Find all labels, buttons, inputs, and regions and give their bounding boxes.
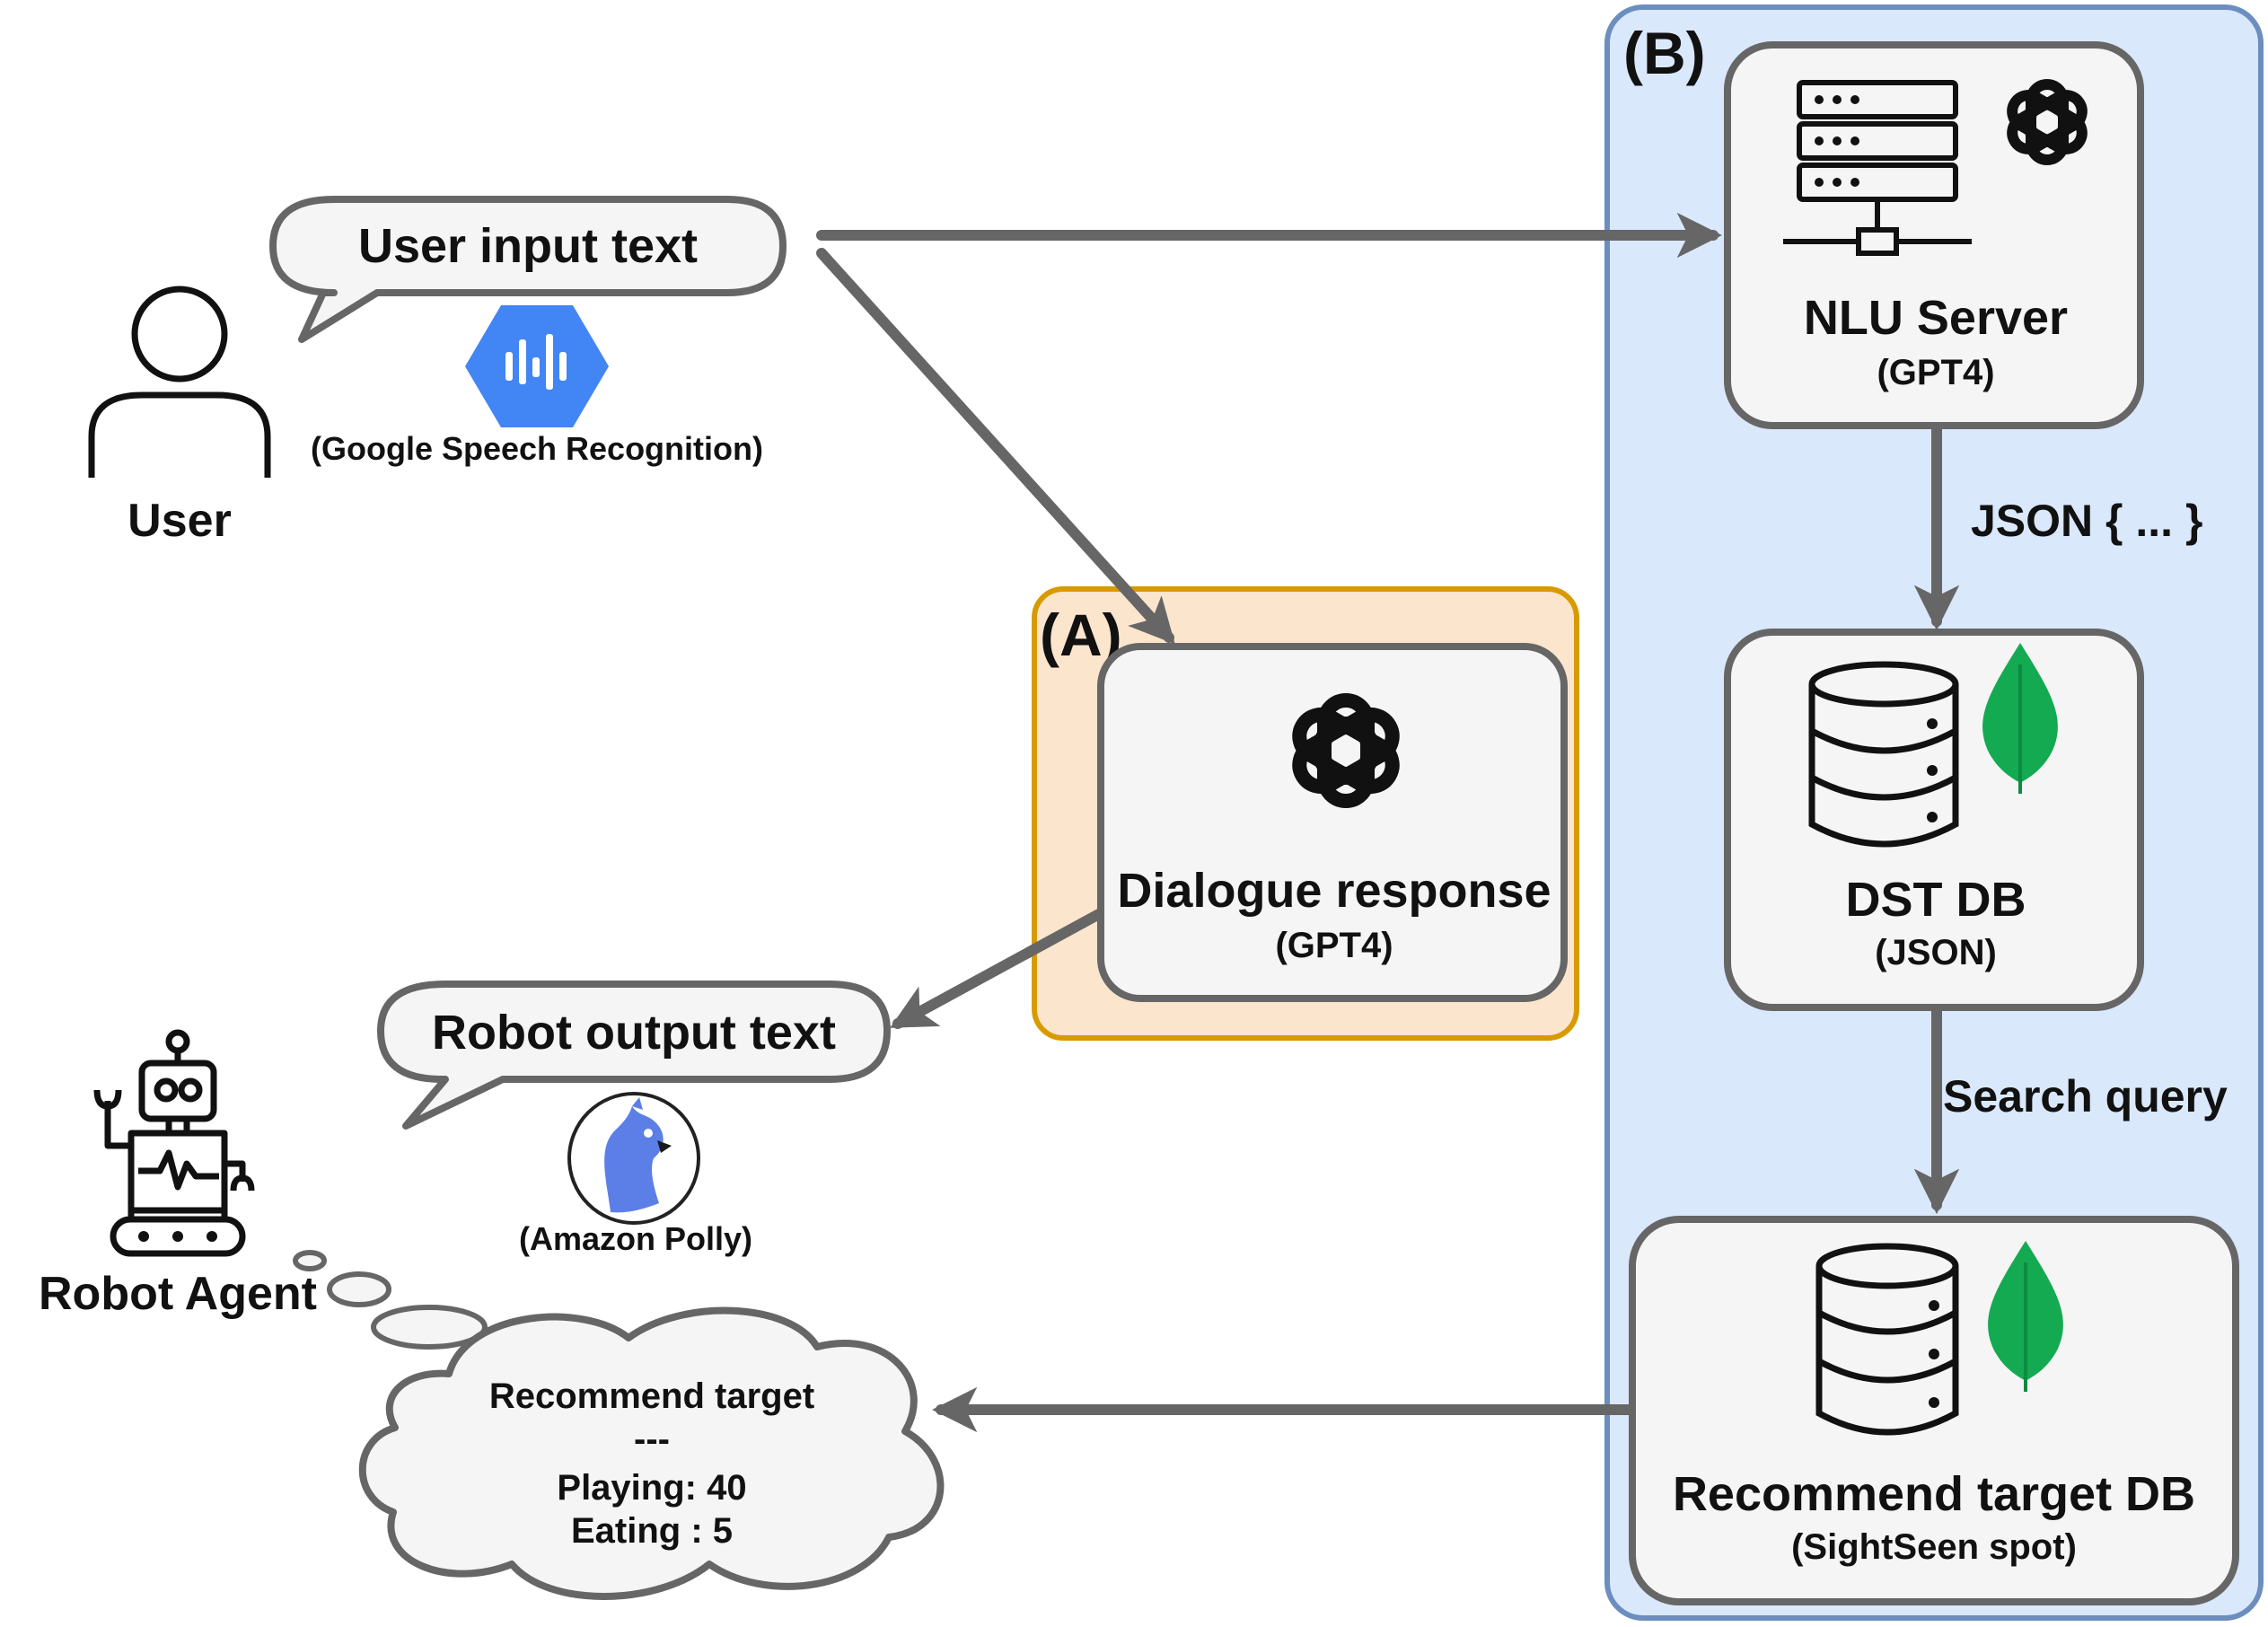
arrow-user-to-dialogue <box>816 248 1175 645</box>
mongodb-leaf-icon <box>1988 1241 2063 1392</box>
asr-caption: (Google Speech Recognition) <box>311 430 763 467</box>
user-speech-bubble: User input text <box>269 196 787 343</box>
group-a-label: (A) <box>1040 602 1122 668</box>
user-icon <box>88 286 271 478</box>
nlu-subtitle: (GPT4) <box>1877 353 1994 392</box>
server-icon <box>1783 80 1972 256</box>
edge-label-search-query: Search query <box>1943 1071 2228 1121</box>
recommend-target-db-node[interactable]: Recommend target DB (SightSeen spot) <box>1629 1216 2239 1605</box>
database-icon <box>1808 661 1959 848</box>
robot-actor: Robot Agent <box>39 1029 317 1320</box>
target-db-subtitle: (SightSeen spot) <box>1791 1527 2077 1567</box>
dialogue-subtitle: (GPT4) <box>1275 926 1393 965</box>
thought-cloud: Recommend target --- Playing: 40 Eating … <box>293 1250 945 1600</box>
dst-title: DST DB <box>1846 873 2026 927</box>
dst-subtitle: (JSON) <box>1875 933 1997 972</box>
user-speech-text: User input text <box>358 219 698 273</box>
dialogue-response-node[interactable]: Dialogue response (GPT4) <box>1097 643 1568 1002</box>
robot-icon <box>93 1029 255 1257</box>
tts-caption: (Amazon Polly) <box>519 1220 752 1257</box>
robot-speech-bubble: Robot output text <box>377 981 891 1130</box>
thought-line-1: Playing: 40 <box>557 1468 746 1508</box>
arrow-dialogue-to-robot-speech <box>890 909 1104 1029</box>
database-icon <box>1815 1243 1959 1436</box>
amazon-polly-icon <box>567 1092 700 1225</box>
edges <box>816 212 1960 1433</box>
group-b-label: (B) <box>1623 20 1706 86</box>
user-label: User <box>127 495 232 547</box>
google-speech-icon <box>465 305 609 427</box>
openai-icon <box>1292 693 1400 808</box>
thought-title: Recommend target <box>489 1376 814 1416</box>
dialogue-title: Dialogue response <box>1117 864 1551 918</box>
nlu-server-node[interactable]: NLU Server (GPT4) <box>1724 41 2144 429</box>
thought-divider: --- <box>634 1420 670 1459</box>
edge-label-json: JSON { ... } <box>1971 496 2202 546</box>
openai-icon <box>2007 79 2088 165</box>
nlu-title: NLU Server <box>1804 291 2068 345</box>
target-db-title: Recommend target DB <box>1673 1467 2195 1521</box>
thought-line-2: Eating : 5 <box>571 1511 733 1551</box>
dst-db-node[interactable]: DST DB (JSON) <box>1724 629 2144 1011</box>
robot-label: Robot Agent <box>39 1268 317 1320</box>
mongodb-leaf-icon <box>1982 643 2058 794</box>
user-actor: User <box>88 286 271 547</box>
robot-speech-text: Robot output text <box>432 1006 836 1060</box>
